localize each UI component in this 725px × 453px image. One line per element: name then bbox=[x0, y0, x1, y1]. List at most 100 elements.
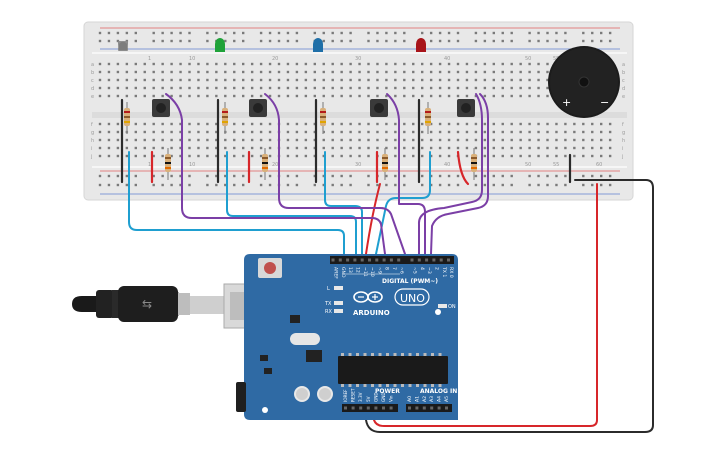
column-number: 1 bbox=[148, 56, 151, 62]
column-number: 55 bbox=[553, 162, 559, 168]
breadboard-components: + − bbox=[118, 38, 620, 180]
resistor-1[interactable] bbox=[124, 102, 130, 134]
analog-pin-label: A0 bbox=[407, 396, 413, 402]
row-letter: g bbox=[622, 130, 625, 136]
resistor-3[interactable] bbox=[320, 102, 326, 134]
power-pin-label: 5V bbox=[366, 396, 371, 402]
analog-header[interactable] bbox=[406, 404, 452, 412]
brand-label: ARDUINO bbox=[353, 309, 390, 317]
usb-cable[interactable]: ⇆ bbox=[72, 283, 261, 329]
power-pin-label: IOREF bbox=[343, 389, 348, 402]
digital-pin-label: ~11 bbox=[362, 267, 368, 277]
row-letter: f bbox=[91, 122, 93, 128]
led-label-l: L bbox=[327, 286, 330, 292]
resistor-2[interactable] bbox=[222, 102, 228, 134]
led-red-icon[interactable] bbox=[416, 38, 426, 52]
usb-symbol-icon: ⇆ bbox=[142, 297, 152, 311]
analog-pin-label: A5 bbox=[444, 396, 450, 402]
led-label-rx: RX bbox=[325, 309, 332, 315]
led-label-tx: TX bbox=[324, 301, 332, 307]
digital-pin-label: ~6 bbox=[398, 267, 404, 274]
row-letter: h bbox=[91, 138, 94, 144]
digital-header-left[interactable] bbox=[330, 256, 418, 264]
resistor-6[interactable] bbox=[262, 148, 268, 180]
power-pin-label: RESET bbox=[351, 388, 356, 402]
push-button-2[interactable] bbox=[249, 99, 267, 117]
row-letter: e bbox=[622, 94, 625, 100]
row-letter: g bbox=[91, 130, 94, 136]
column-number: 40 bbox=[444, 162, 450, 168]
power-header[interactable] bbox=[342, 404, 398, 412]
row-letter: c bbox=[622, 78, 625, 84]
digital-pin-label: 13 bbox=[347, 267, 353, 273]
row-letter: a bbox=[91, 62, 94, 68]
on-label: ON bbox=[448, 304, 456, 310]
digital-pin-label: ~5 bbox=[412, 267, 418, 274]
column-number: 30 bbox=[355, 162, 361, 168]
resistor-5[interactable] bbox=[165, 148, 171, 180]
digital-label: DIGITAL (PWM~) bbox=[382, 278, 438, 285]
power-label: POWER bbox=[375, 388, 400, 395]
column-number: 20 bbox=[272, 162, 278, 168]
column-number: 55 bbox=[553, 56, 559, 62]
buzzer-minus-label: − bbox=[600, 96, 609, 109]
row-letter: d bbox=[91, 86, 94, 92]
column-number: 20 bbox=[272, 56, 278, 62]
analog-pin-label: A2 bbox=[422, 396, 428, 402]
push-button-3[interactable] bbox=[370, 99, 388, 117]
arduino-wires bbox=[128, 93, 654, 433]
resistor-7[interactable] bbox=[382, 148, 388, 180]
model-label: UNO bbox=[400, 292, 425, 305]
digital-pin-label: RX 0 bbox=[448, 267, 454, 278]
push-button-1[interactable] bbox=[152, 99, 170, 117]
led-blue-icon[interactable] bbox=[313, 38, 323, 52]
column-numbers: 111010202030304040505055556060 bbox=[148, 56, 602, 168]
row-letter: f bbox=[622, 122, 624, 128]
breadboard-holes bbox=[98, 31, 612, 187]
digital-header-right[interactable] bbox=[408, 256, 454, 264]
power-pin-label: GND bbox=[373, 392, 378, 402]
buzzer[interactable]: + − bbox=[548, 46, 620, 118]
digital-pin-label: ~10 bbox=[369, 267, 375, 277]
row-letter: h bbox=[622, 138, 625, 144]
row-letter: c bbox=[91, 78, 94, 84]
row-letter: a bbox=[622, 62, 625, 68]
column-number: 1 bbox=[148, 162, 151, 168]
row-letter: b bbox=[622, 70, 625, 76]
analog-label: ANALOG IN bbox=[420, 388, 457, 395]
column-number: 50 bbox=[525, 162, 531, 168]
microcontroller-chip bbox=[338, 356, 448, 384]
row-letter: i bbox=[91, 146, 92, 152]
column-number: 30 bbox=[355, 56, 361, 62]
digital-pin-label: 8 bbox=[384, 267, 390, 270]
resistor-4[interactable] bbox=[425, 102, 431, 134]
digital-pin-label: AREF bbox=[333, 267, 339, 279]
led-grey-icon[interactable] bbox=[118, 41, 128, 51]
analog-pin-label: A1 bbox=[414, 396, 420, 402]
power-pin-label: Vin bbox=[389, 395, 394, 402]
digital-pin-label: 7 bbox=[391, 267, 397, 270]
digital-pin-label: 2 bbox=[434, 267, 440, 270]
column-number: 50 bbox=[525, 56, 531, 62]
led-green-icon[interactable] bbox=[215, 38, 225, 52]
column-number: 40 bbox=[444, 56, 450, 62]
row-letter: d bbox=[622, 86, 625, 92]
arduino-logo-icon bbox=[353, 291, 383, 303]
row-letter: e bbox=[91, 94, 94, 100]
column-number: 60 bbox=[596, 162, 602, 168]
breadboard-jumpers bbox=[120, 98, 572, 186]
digital-pin-label: ~9 bbox=[376, 267, 382, 274]
resistor-8[interactable] bbox=[471, 148, 477, 180]
row-letter: j bbox=[90, 154, 92, 160]
push-button-4[interactable] bbox=[457, 99, 475, 117]
digital-pin-label: TX 1 bbox=[441, 266, 447, 277]
digital-pin-label: ~3 bbox=[426, 267, 432, 274]
power-pin-label: 3.3V bbox=[358, 392, 363, 402]
